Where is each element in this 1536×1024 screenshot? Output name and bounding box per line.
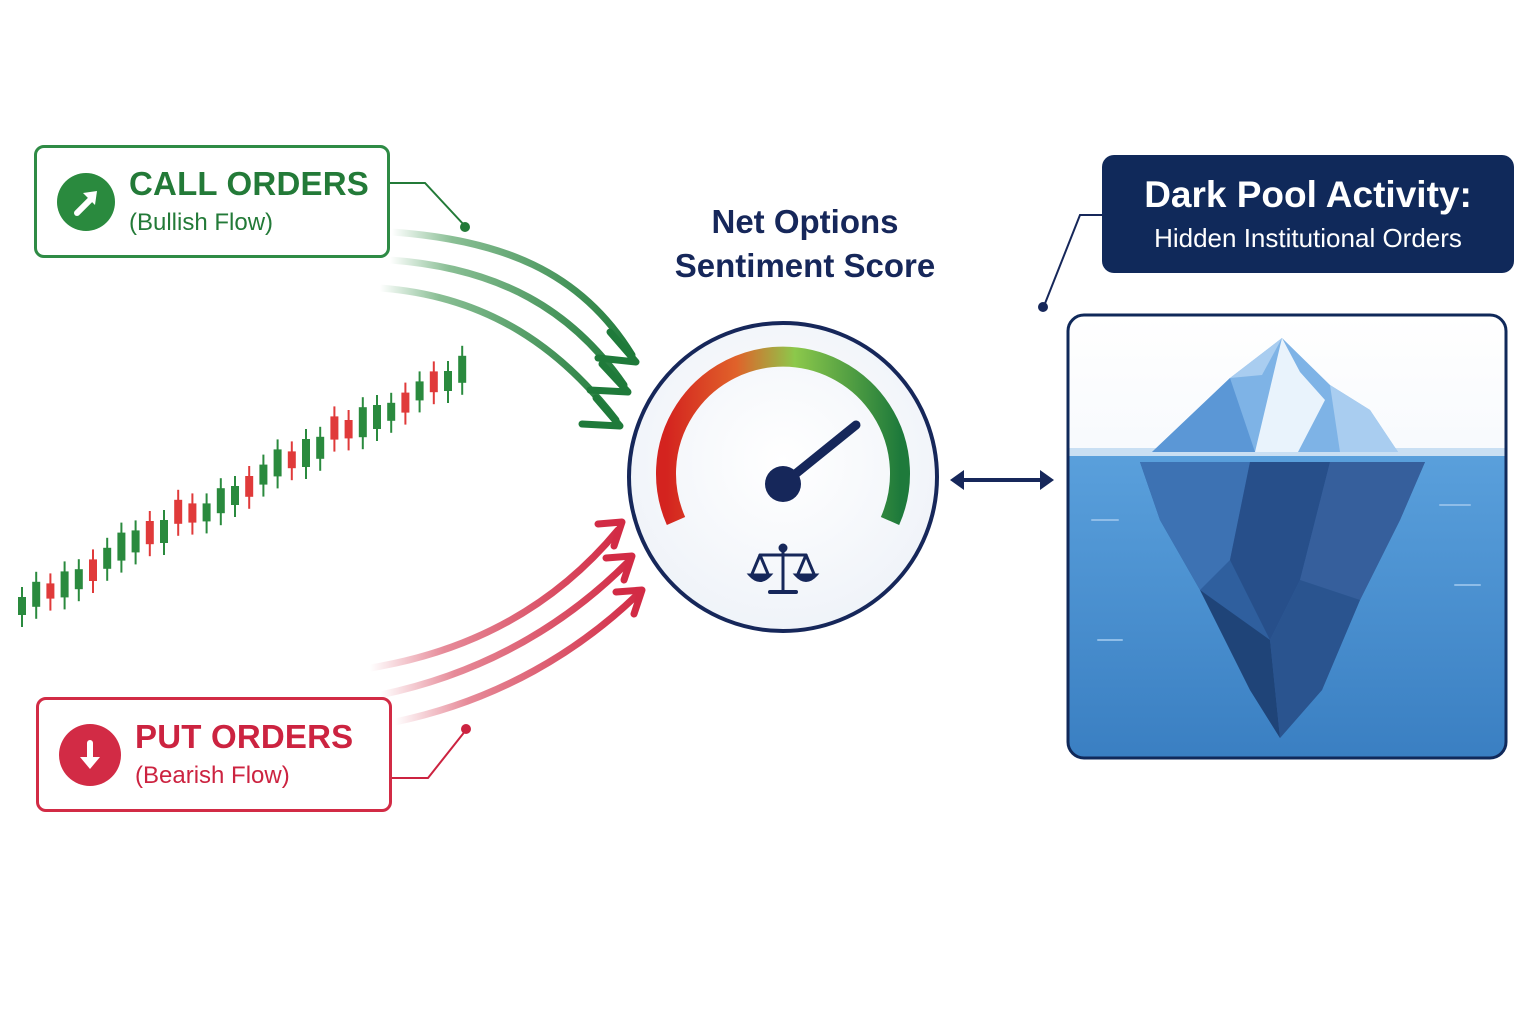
put-flow-arrows [366, 518, 646, 726]
candle-body [60, 571, 69, 598]
candle-body [358, 407, 367, 438]
candle-body [373, 405, 381, 429]
dark-pool-subtitle: Hidden Institutional Orders [1154, 223, 1462, 253]
candle-body [32, 581, 41, 607]
candle-body [174, 499, 183, 524]
call-flow-arrows [376, 228, 640, 430]
candle-body [245, 476, 254, 497]
scales-icon [746, 543, 820, 594]
put-orders-subtitle: (Bearish Flow) [135, 761, 290, 789]
gauge-hub [765, 466, 801, 502]
candle-body [216, 488, 225, 514]
call-orders-box: CALL ORDERS (Bullish Flow) [34, 145, 390, 258]
arrow-up-right-icon [57, 172, 115, 231]
call-orders-title: CALL ORDERS [129, 164, 369, 202]
candle-body [273, 449, 282, 477]
candle-body [74, 569, 83, 590]
candle-body [415, 381, 424, 401]
candle-body [444, 371, 452, 391]
candle-body [18, 597, 26, 615]
candle-body [188, 503, 197, 523]
candle-body [330, 416, 339, 440]
candle-body [160, 520, 168, 543]
call-orders-subtitle: (Bullish Flow) [129, 208, 274, 236]
candle-body [89, 559, 97, 581]
candle-body [387, 402, 396, 421]
candle-body [131, 530, 140, 553]
double-arrow-icon [950, 470, 1054, 490]
candle-body [302, 439, 310, 467]
candle-body [429, 371, 438, 393]
candle-body [458, 355, 467, 383]
leader-lines [390, 182, 1102, 779]
candle-body [287, 451, 296, 469]
dark-pool-title: Dark Pool Activity: [1144, 174, 1472, 215]
candle-body [231, 486, 239, 505]
arrow-down-icon [59, 723, 121, 786]
put-orders-title: PUT ORDERS [135, 717, 354, 755]
iceberg-illustration [1066, 313, 1508, 760]
candle-body [117, 532, 126, 561]
dark-pool-header: Dark Pool Activity: Hidden Institutional… [1102, 155, 1514, 273]
candlestick-chart [18, 345, 467, 627]
candle-body [46, 583, 55, 599]
candle-body [401, 392, 410, 413]
candle-body [202, 503, 211, 522]
candle-body [344, 420, 353, 439]
gauge-title-line1: Net Options [711, 203, 899, 240]
candle-body [316, 436, 325, 459]
sentiment-gauge [627, 321, 939, 633]
candle-body [145, 521, 154, 545]
gauge-title-line2: Sentiment Score [674, 247, 936, 284]
gauge-title: Net Options Sentiment Score [640, 200, 970, 288]
candle-body [259, 464, 268, 485]
put-orders-box: PUT ORDERS (Bearish Flow) [36, 697, 392, 812]
candle-body [103, 547, 112, 569]
